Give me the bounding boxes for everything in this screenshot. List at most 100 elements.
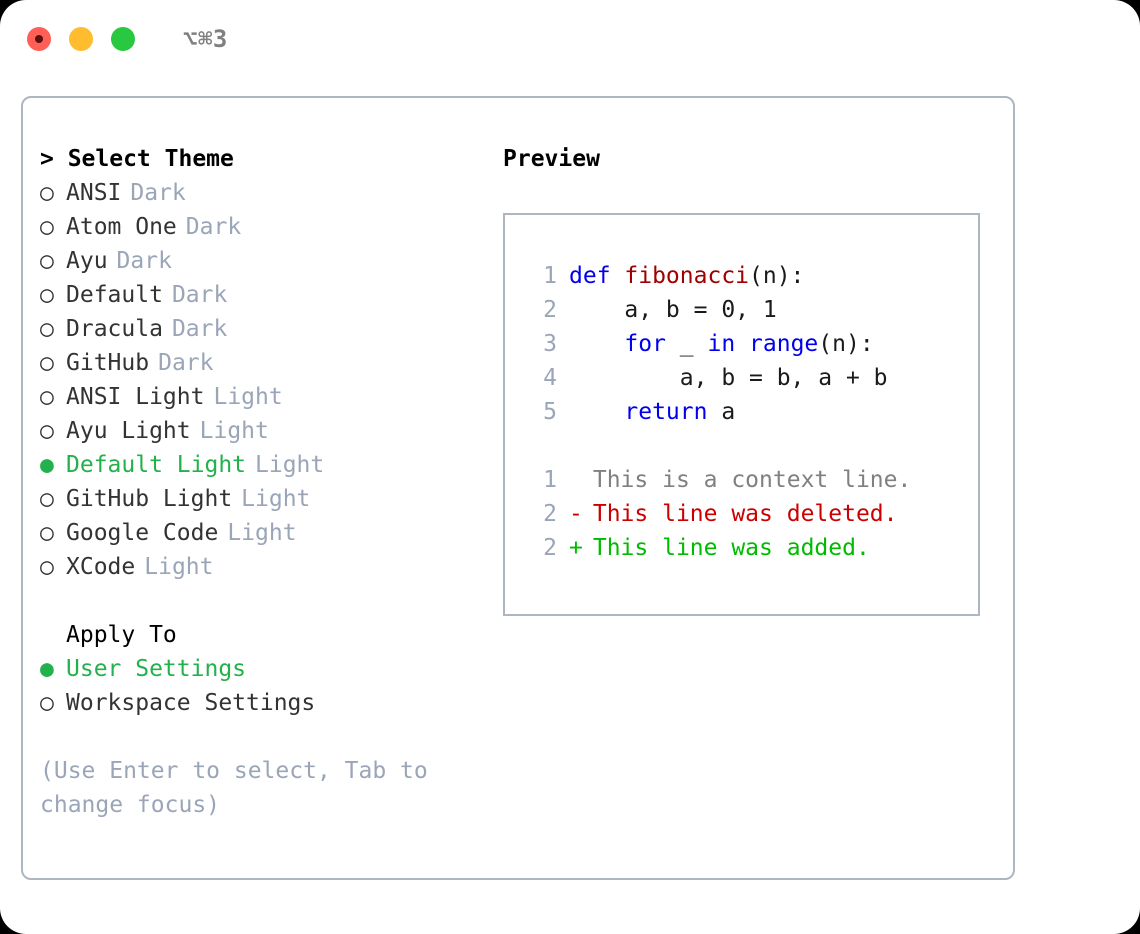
theme-list-item[interactable]: ○ Dracula Dark	[40, 312, 488, 346]
code-token-kw: def	[569, 263, 625, 289]
theme-variant-tag: Dark	[185, 214, 242, 240]
window-controls	[27, 27, 135, 51]
code-line: 5 return a	[523, 395, 978, 429]
apply-to-options[interactable]: ● User Settings ○ Workspace Settings	[40, 652, 488, 720]
apply-to-option[interactable]: ○ Workspace Settings	[40, 686, 488, 720]
code-line: 1 def fibonacci(n):	[523, 259, 978, 293]
theme-list-item[interactable]: ● Default Light Light	[40, 448, 488, 482]
theme-variant-tag: Dark	[158, 350, 214, 376]
code-token-plain	[569, 399, 624, 425]
apply-to-group: Apply To ● User Settings ○ Workspace Settin…	[40, 618, 488, 720]
maximize-button[interactable]	[111, 27, 135, 51]
theme-name-label: Google Code	[66, 520, 219, 546]
code-text: def fibonacci(n):	[569, 259, 804, 293]
theme-variant-tag: Dark	[171, 316, 228, 342]
radio-selected-icon: ●	[40, 452, 54, 478]
code-line: 4 a, b = b, a + b	[523, 361, 978, 395]
theme-name-label: ANSI Light	[66, 384, 205, 410]
minimize-button[interactable]	[69, 27, 93, 51]
theme-variant-tag: Light	[213, 384, 283, 410]
diff-marker: -	[569, 501, 583, 527]
radio-unselected-icon: ○	[40, 180, 54, 206]
code-token-fn: fibonacci	[624, 263, 750, 289]
theme-list-item[interactable]: ○ GitHub Dark	[40, 346, 488, 380]
code-token-plain: (n):	[818, 331, 874, 357]
apply-to-option-label: Workspace Settings	[66, 690, 316, 716]
code-token-plain	[735, 331, 749, 357]
radio-unselected-icon: ○	[40, 690, 54, 716]
code-token-plain: a, b = b, a + b	[569, 365, 888, 391]
apply-to-header: Apply To	[66, 622, 177, 648]
theme-variant-tag: Light	[227, 520, 297, 546]
line-number: 2	[543, 501, 557, 527]
radio-unselected-icon: ○	[40, 350, 54, 376]
theme-name-label: XCode	[66, 554, 136, 580]
code-token-plain: a, b = 0, 1	[569, 297, 777, 323]
theme-list-item[interactable]: ○ Google Code Light	[40, 516, 488, 550]
radio-selected-icon: ●	[40, 656, 54, 682]
code-line: 2 a, b = 0, 1	[523, 293, 978, 327]
radio-unselected-icon: ○	[40, 554, 54, 580]
record-dot-icon	[35, 35, 43, 43]
line-number: 4	[543, 365, 557, 391]
diff-sample: 1 This is a context line. 2-This line was…	[523, 463, 978, 565]
code-diff-separator	[523, 429, 978, 463]
code-text: a, b = b, a + b	[569, 361, 888, 395]
theme-list-item[interactable]: ○ Default Dark	[40, 278, 488, 312]
apply-to-option-label: User Settings	[66, 656, 247, 682]
theme-list-item[interactable]: ○ XCode Light	[40, 550, 488, 584]
code-token-plain: a	[707, 399, 736, 425]
code-text: for _ in range(n):	[569, 327, 874, 361]
diff-text: This is a context line.	[592, 467, 912, 493]
diff-marker: +	[569, 535, 583, 561]
line-number: 1	[543, 467, 557, 493]
theme-variant-tag: Light	[144, 554, 214, 580]
code-token-kw: range	[749, 331, 819, 357]
close-button[interactable]	[27, 27, 51, 51]
code-text: return a	[569, 395, 735, 429]
line-number: 1	[543, 263, 557, 289]
theme-list-item[interactable]: ○ ANSI Light Light	[40, 380, 488, 414]
theme-name-label: Dracula	[66, 316, 163, 342]
theme-name-label: GitHub	[66, 350, 150, 376]
theme-variant-tag: Dark	[171, 282, 228, 308]
code-token-plain: (n):	[749, 263, 805, 289]
title-bar: ⌥⌘3	[0, 0, 1140, 78]
line-number: 2	[543, 535, 557, 561]
radio-unselected-icon: ○	[40, 316, 54, 342]
theme-variant-tag: Dark	[116, 248, 172, 274]
theme-name-label: Default Light	[66, 452, 247, 478]
apply-to-option[interactable]: ● User Settings	[40, 652, 488, 686]
diff-text: This line was added.	[592, 535, 870, 561]
line-number: 2	[543, 297, 557, 323]
radio-unselected-icon: ○	[40, 418, 54, 444]
code-token-plain	[569, 331, 624, 357]
keyboard-hint-text: (Use Enter to select, Tab to change focu…	[40, 758, 428, 818]
preview-header: Preview	[503, 146, 600, 172]
theme-variant-tag: Light	[199, 418, 269, 444]
diff-text: This line was deleted.	[592, 501, 898, 527]
radio-unselected-icon: ○	[40, 384, 54, 410]
diff-line: 1 This is a context line.	[523, 463, 978, 497]
theme-variant-tag: Light	[255, 452, 325, 478]
radio-unselected-icon: ○	[40, 214, 54, 240]
theme-name-label: Default	[66, 282, 163, 308]
radio-unselected-icon: ○	[40, 520, 54, 546]
code-token-kw: return	[624, 399, 708, 425]
code-line: 3 for _ in range(n):	[523, 327, 978, 361]
line-number: 5	[543, 399, 557, 425]
radio-unselected-icon: ○	[40, 282, 54, 308]
code-token-plain: _	[665, 331, 708, 357]
